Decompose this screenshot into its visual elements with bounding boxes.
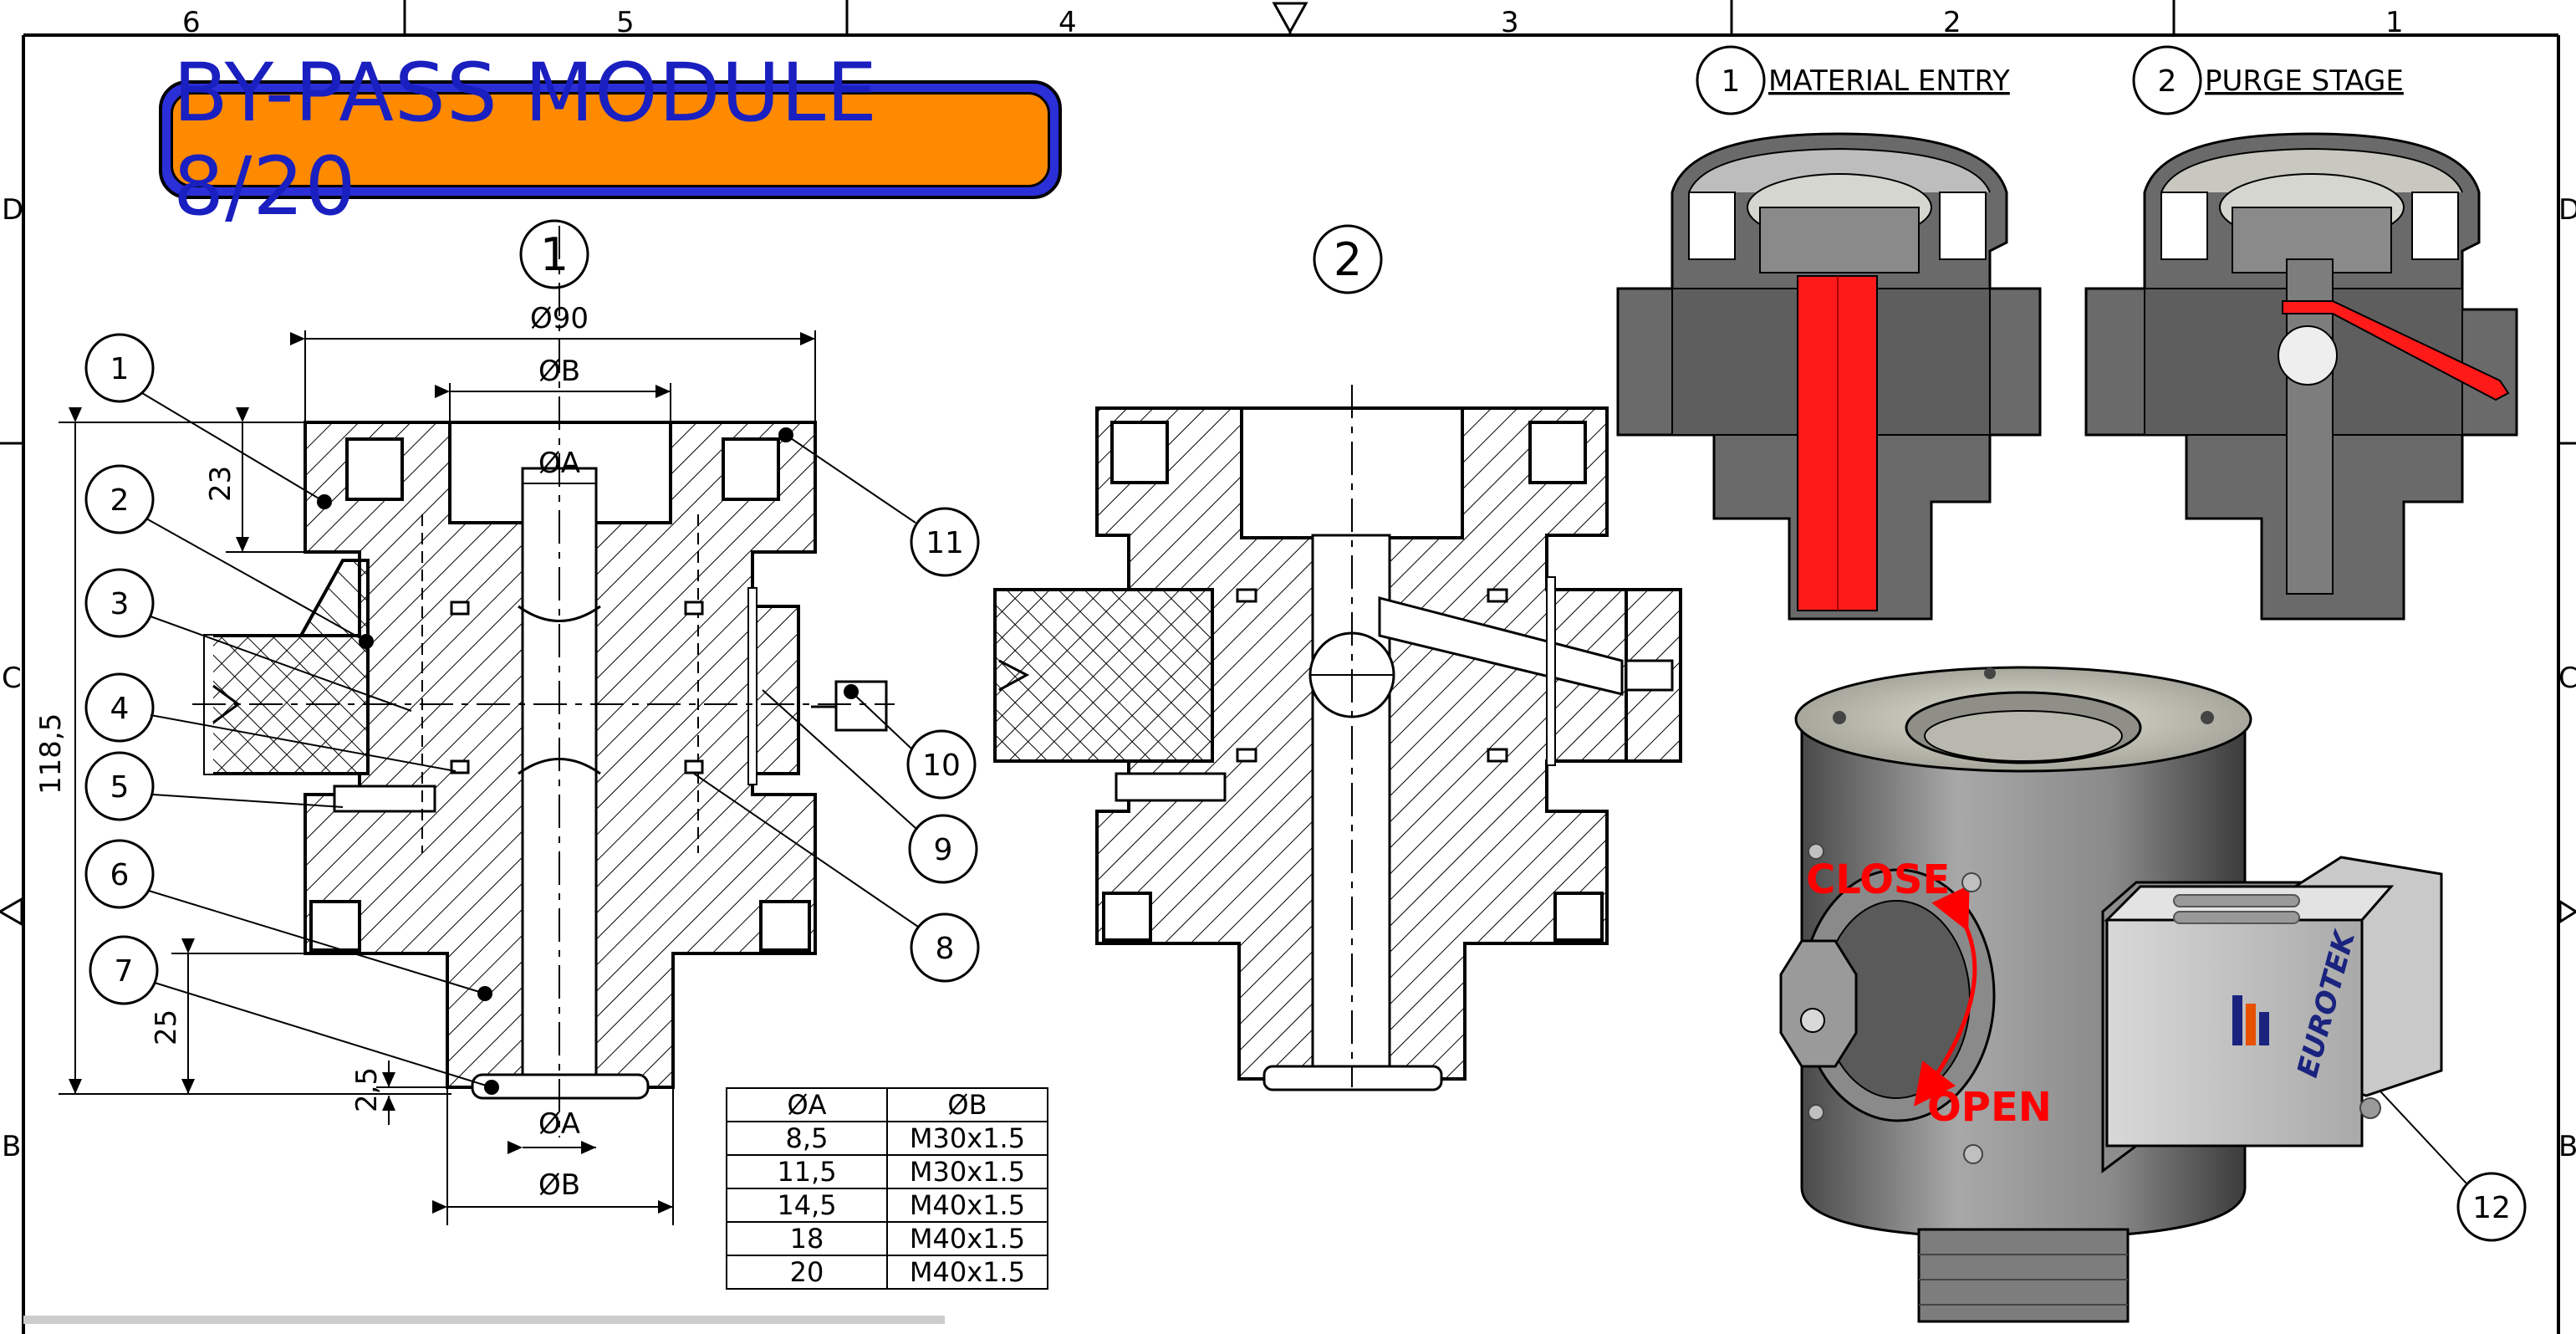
legend-purge-stage: PURGE STAGE: [2205, 64, 2404, 98]
cell-a: 20: [726, 1255, 888, 1290]
callout-7: 7: [89, 935, 499, 1095]
size-table: ØA ØB 8,5 M30x1.5 11,5 M30x1.5 14,5 M40x…: [726, 1087, 1048, 1290]
table-row: 11,5 M30x1.5: [726, 1154, 1048, 1189]
open-label: OPEN: [1927, 1084, 2052, 1131]
svg-text:3: 3: [110, 587, 130, 621]
cell-b: M30x1.5: [886, 1154, 1048, 1189]
zone-right-b: B: [2558, 1130, 2576, 1163]
title-banner-inner: BY-PASS MODULE 8/20: [171, 46, 1050, 233]
module-title: BY-PASS MODULE 8/20: [173, 46, 879, 233]
table-row: 14,5 M40x1.5: [726, 1188, 1048, 1223]
svg-text:8: 8: [936, 932, 955, 966]
cell-a: 11,5: [726, 1154, 888, 1189]
callout-8: 8: [693, 773, 980, 983]
zone-left-b: B: [2, 1130, 21, 1163]
title-banner: BY-PASS MODULE 8/20: [159, 46, 1062, 233]
legend-material-entry: MATERIAL ENTRY: [1768, 64, 2010, 98]
table-row: 20 M40x1.5: [726, 1255, 1048, 1290]
callout-5: 5: [84, 751, 344, 821]
size-table-header: ØA ØB: [726, 1087, 1048, 1122]
centering-mark-top: [1272, 2, 1308, 35]
table-row: 18 M40x1.5: [726, 1221, 1048, 1256]
callout-4: 4: [84, 672, 457, 772]
callout-10: 10: [844, 684, 977, 800]
cell-b: M40x1.5: [886, 1255, 1048, 1290]
cell-b: M40x1.5: [886, 1221, 1048, 1256]
svg-text:4: 4: [110, 692, 130, 726]
svg-text:2: 2: [110, 483, 130, 518]
callout-1: 1: [84, 333, 332, 509]
dim-diameter-90: Ø90: [530, 302, 589, 335]
zone-top-1: 1: [2385, 6, 2404, 39]
flow-legend: 1 MATERIAL ENTRY 2 PURGE STAGE: [1696, 45, 2404, 115]
zone-top-2: 2: [1943, 6, 1961, 39]
dim-diameter-a-top: ØA: [538, 447, 580, 480]
close-label: CLOSE: [1806, 856, 1950, 903]
module-3d-render: CLOSE OPEN EUROTEK: [1779, 666, 2443, 1323]
table-row: 8,5 M30x1.5: [726, 1121, 1048, 1156]
callout-9: 9: [762, 689, 978, 884]
header-diameter-b: ØB: [886, 1087, 1048, 1122]
dim-height-2-5: 2,5: [350, 1067, 384, 1112]
cell-a: 14,5: [726, 1188, 888, 1223]
section-view-2: 2: [993, 224, 1682, 1091]
zone-left-c: C: [2, 662, 22, 695]
cell-a: 8,5: [726, 1121, 888, 1156]
svg-text:10: 10: [922, 749, 961, 783]
dim-height-23: 23: [204, 466, 237, 502]
dim-diameter-a-bottom: ØA: [538, 1107, 580, 1141]
part-callouts: 1 2 3 4 5 6 7: [84, 333, 2527, 1242]
zone-left-d: D: [2, 193, 23, 227]
svg-text:5: 5: [110, 770, 130, 805]
zone-top-4: 4: [1058, 6, 1077, 39]
legend-stage-1-number: 1: [1722, 64, 1741, 99]
section-view-2-label: 2: [1334, 233, 1362, 286]
section-view-1-label: 1: [540, 228, 569, 281]
svg-text:6: 6: [110, 858, 130, 892]
callout-2: 2: [84, 464, 374, 649]
cell-b: M40x1.5: [886, 1188, 1048, 1223]
cutaway-material-entry: [1616, 132, 2042, 621]
cell-b: M30x1.5: [886, 1121, 1048, 1156]
cell-a: 18: [726, 1221, 888, 1256]
zone-top-5: 5: [616, 6, 635, 39]
svg-text:9: 9: [934, 833, 953, 867]
section-view-1: 1 Ø90 ØB: [34, 219, 895, 1225]
dim-height-118-5: 118,5: [34, 713, 68, 795]
callout-11: 11: [778, 427, 980, 577]
callout-6: 6: [84, 839, 492, 1001]
dim-diameter-b-top: ØB: [538, 355, 580, 388]
dim-diameter-b-bottom: ØB: [538, 1168, 580, 1202]
zone-labels: 6 5 4 3 2 1 D C B D C B: [2, 6, 2576, 1163]
legend-stage-2-number: 2: [2158, 64, 2177, 99]
dim-height-25: 25: [150, 1009, 183, 1045]
zone-top-6: 6: [182, 6, 201, 39]
zone-right-c: C: [2558, 662, 2576, 695]
svg-text:11: 11: [926, 526, 964, 560]
cutaway-purge-stage: [2084, 132, 2518, 621]
svg-text:7: 7: [115, 954, 134, 989]
zone-right-d: D: [2558, 193, 2576, 227]
callout-3: 3: [84, 568, 412, 712]
svg-text:12: 12: [2472, 1191, 2511, 1225]
zone-top-3: 3: [1501, 6, 1519, 39]
svg-text:1: 1: [110, 352, 130, 386]
header-diameter-a: ØA: [726, 1087, 888, 1122]
